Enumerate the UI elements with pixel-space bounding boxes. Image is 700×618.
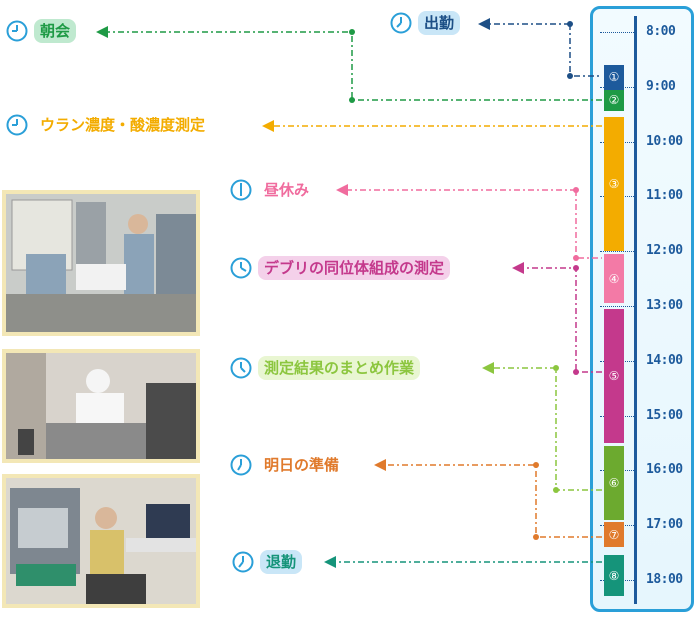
clock-icon [6,20,28,42]
segment-number: ⑦ [608,527,620,542]
hour-label: 16:00 [646,462,683,478]
timeline-segment: ⑤ [604,308,624,443]
event-label-lunch: 昼休み [230,178,315,202]
photo-image [6,353,196,459]
clock-icon [6,114,28,136]
clock-icon [230,257,252,279]
timeline-axis [634,16,637,604]
hour-label: 11:00 [646,188,683,204]
event-label-preparation: 明日の準備 [230,453,345,477]
hour-label: 9:00 [646,78,676,94]
segment-number: ④ [608,271,620,286]
segment-number: ① [608,70,620,85]
photo-protective-work [2,349,200,463]
photo-image [6,194,196,332]
event-label-text: 朝会 [34,19,77,43]
hour-label: 15:00 [646,407,683,423]
photo-lab-discussion [2,190,200,336]
timeline-segment: ⑧ [604,555,624,597]
event-label-arrive: 出勤 [390,11,461,35]
segment-number: ⑤ [608,368,620,383]
clock-icon [390,12,412,34]
event-label-summary: 測定結果のまとめ作業 [230,356,421,380]
timeline-segment: ⑥ [604,445,624,520]
hour-gridline [600,306,634,307]
hour-label: 14:00 [646,352,683,368]
clock-icon [230,357,252,379]
hour-label: 8:00 [646,24,676,39]
clock-icon [230,454,252,476]
hour-label: 18:00 [646,572,683,587]
segment-number: ⑧ [608,568,620,583]
event-label-leave: 退勤 [232,550,303,574]
event-label-text: デブリの同位体組成の測定 [258,256,451,280]
segment-number: ② [608,93,620,108]
segment-number: ⑥ [608,475,620,490]
hour-label: 12:00 [646,243,683,259]
clock-icon [232,551,254,573]
event-label-text: 退勤 [260,550,303,574]
timeline-segment: ④ [604,253,624,304]
hour-label: 10:00 [646,133,683,149]
event-label-text: 測定結果のまとめ作業 [258,356,421,380]
hour-gridline [600,32,634,33]
timeline-segment: ⑦ [604,522,624,548]
clock-icon [230,179,252,201]
event-label-text: 明日の準備 [264,456,340,474]
event-label-text: 昼休み [264,181,310,199]
event-label-uranium: ウラン濃度・酸濃度測定 [6,113,211,137]
event-label-debris: デブリの同位体組成の測定 [230,256,451,280]
photo-image [6,478,196,604]
timeline-segment: ① [604,64,624,90]
timeline-segment: ③ [604,116,624,252]
event-label-morning-meeting: 朝会 [6,19,77,43]
event-label-text: 出勤 [418,11,461,35]
event-label-text: ウラン濃度・酸濃度測定 [40,116,206,134]
hour-label: 13:00 [646,298,683,313]
timeline-segment: ② [604,89,624,112]
hour-label: 17:00 [646,517,683,533]
photo-desk-work [2,474,200,608]
hour-gridline [600,251,634,253]
segment-number: ③ [608,177,620,192]
